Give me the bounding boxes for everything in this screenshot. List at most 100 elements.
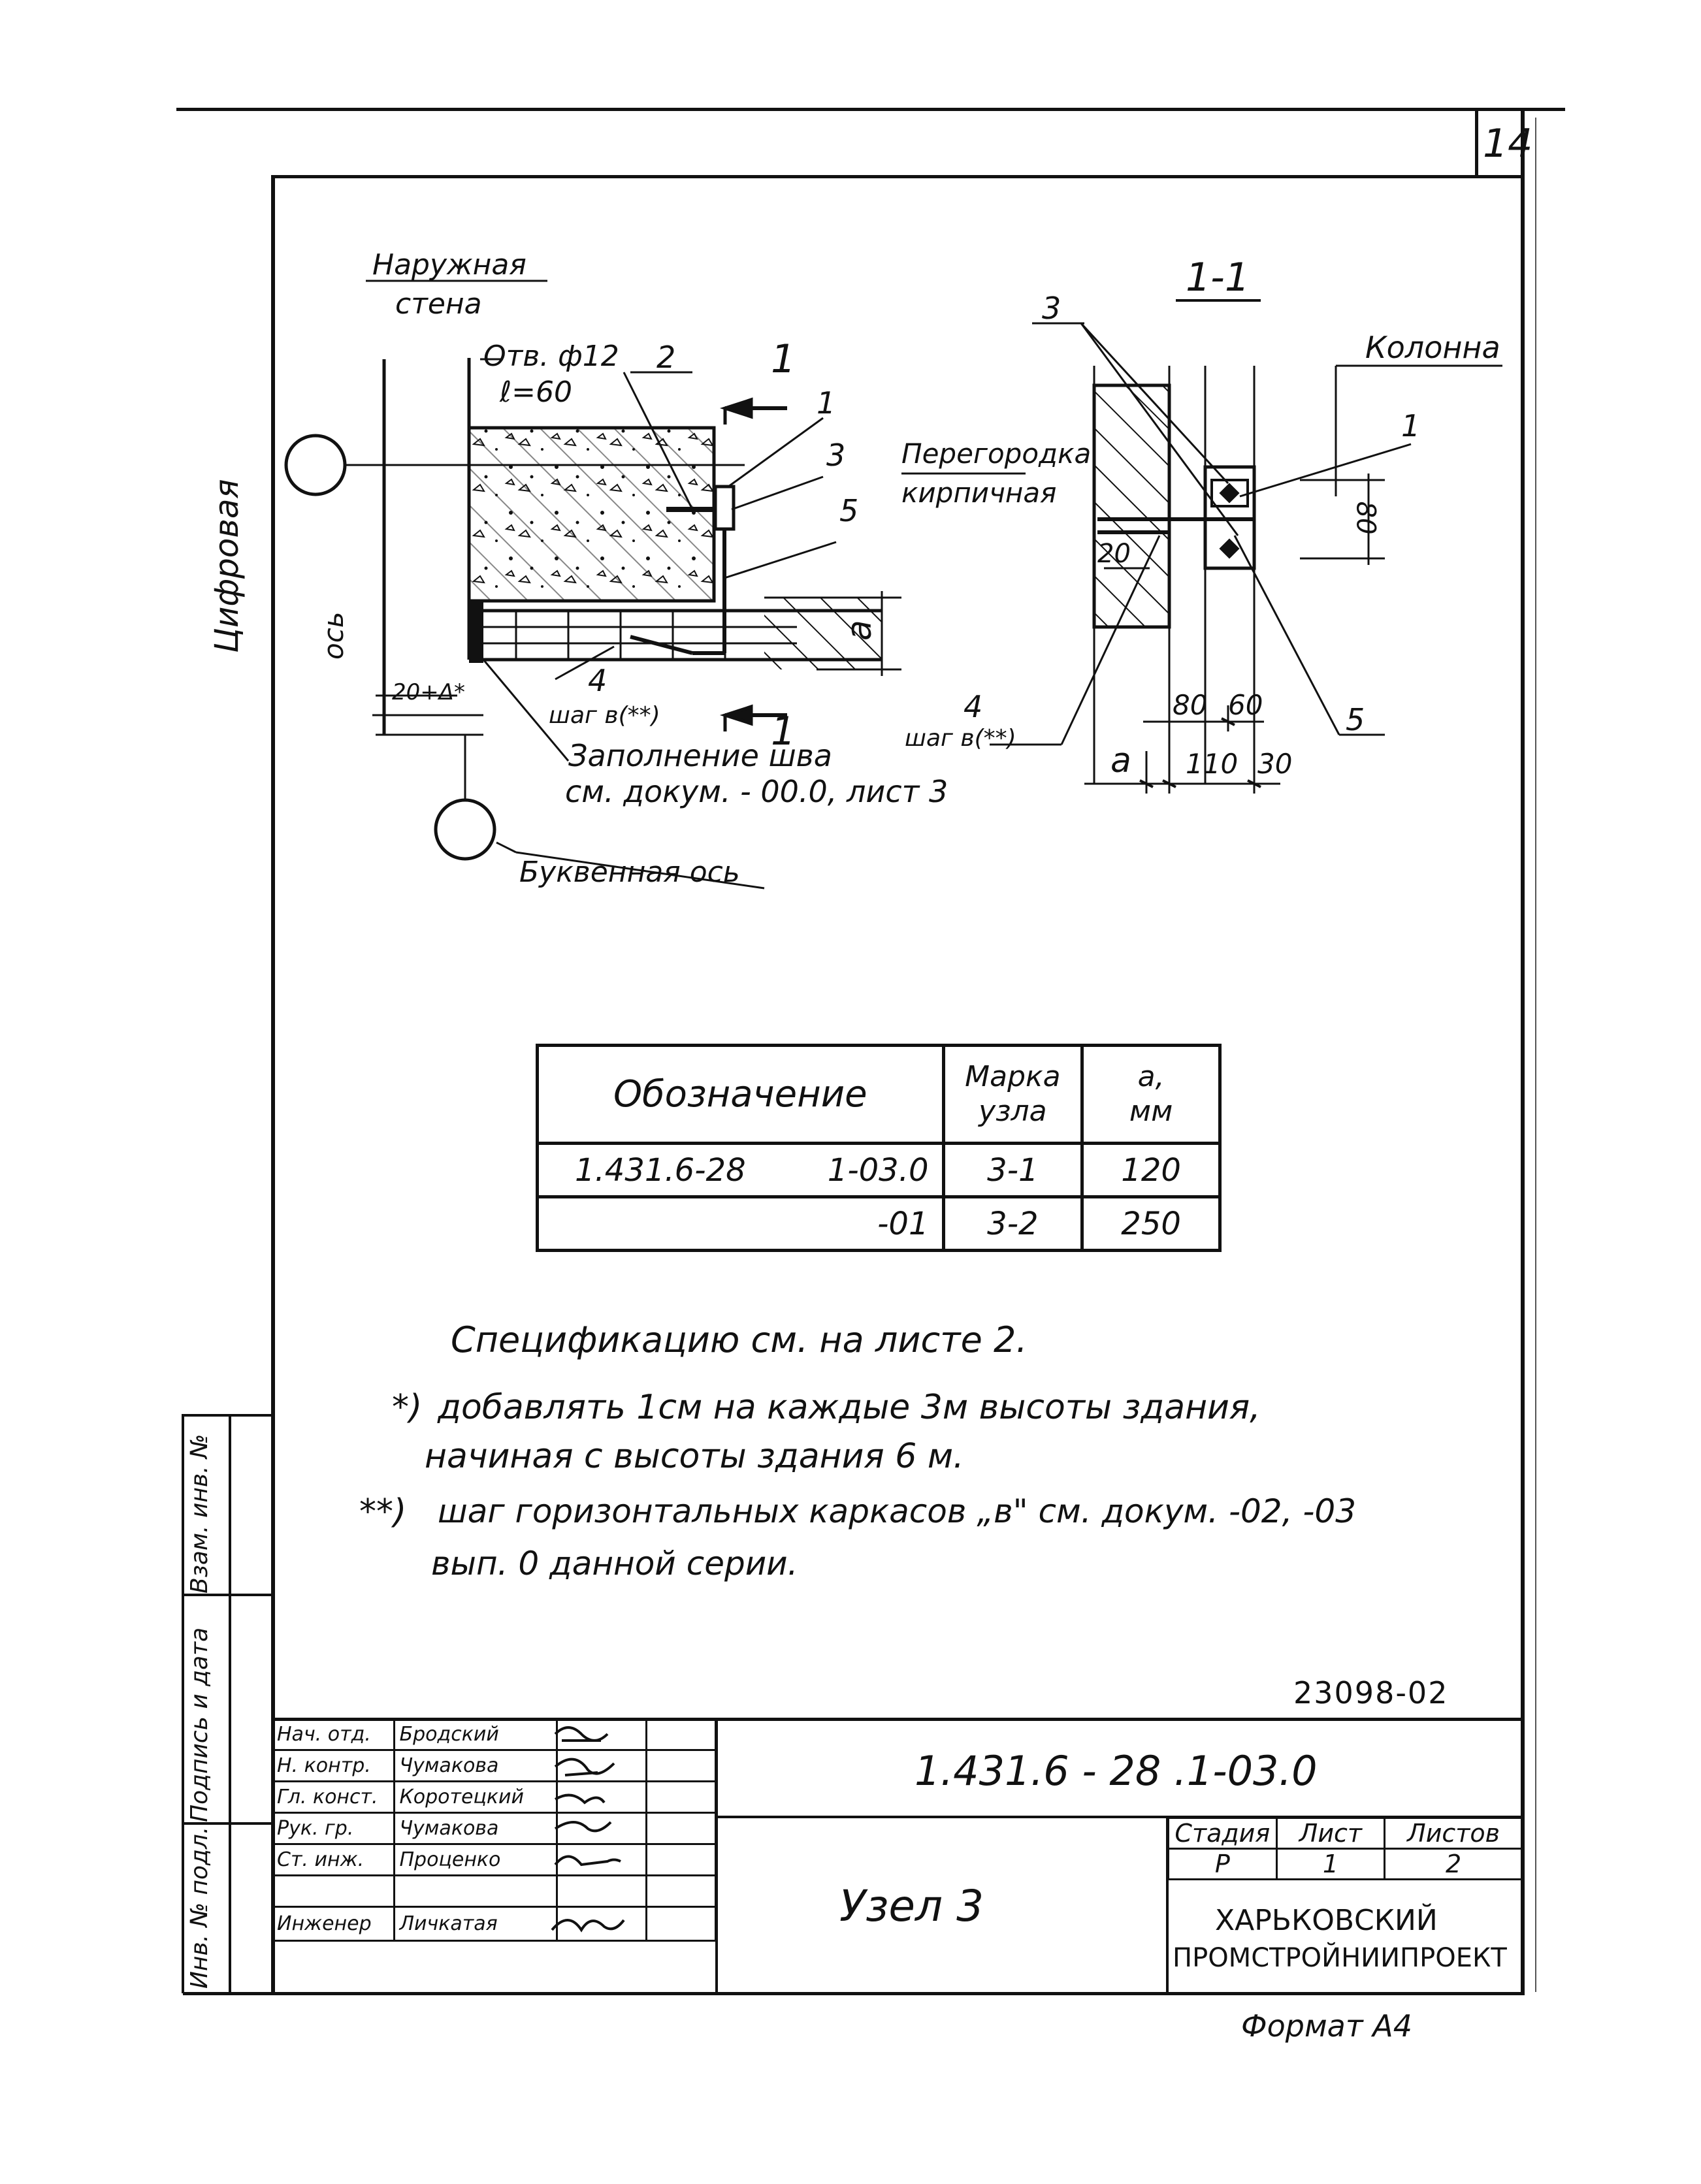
note2-line2: вып. 0 данной серии. (431, 1545, 798, 1582)
section-dim-a: a (1110, 741, 1131, 780)
row2-a: 250 (1080, 1195, 1222, 1252)
sig-name-5: Проценко (393, 1843, 558, 1876)
section-partition-label-2: кирпичная (901, 477, 1057, 509)
header-a-line2: мм (1129, 1094, 1173, 1128)
sig-name-4: Чумакова (393, 1812, 558, 1845)
frame-bottom-border (183, 1992, 1525, 1995)
table-row: Нач. отд. Бродский (270, 1718, 717, 1751)
sig-signature-2 (555, 1749, 647, 1782)
page-number-box-left (1475, 108, 1478, 176)
title-block-sig-col (715, 1718, 718, 1993)
section-step-label: шаг в(**) (905, 725, 1016, 752)
sheet-header: Лист (1275, 1817, 1386, 1850)
plan-callout-2: 2 (656, 340, 676, 375)
top-trim-line (176, 108, 1565, 111)
sig-date-2 (645, 1749, 717, 1782)
header-a-line1: a, (1137, 1059, 1165, 1093)
sig-signature-5 (555, 1843, 647, 1876)
sheets-header: Листов (1384, 1817, 1523, 1850)
sig-role-6 (270, 1874, 396, 1908)
side-stamp-div2 (182, 1822, 274, 1825)
frame-top-border (271, 175, 1523, 178)
sig-role-5: Ст. инж. (270, 1843, 396, 1876)
plan-section-mark-bottom: 1 (771, 709, 796, 754)
sig-date-6 (645, 1874, 717, 1908)
section-column-label: Колонна (1365, 330, 1500, 365)
note1-marker: *) (392, 1388, 423, 1427)
note2-marker: **) (359, 1492, 407, 1532)
plan-callout-1: 1 (817, 385, 836, 421)
table-row: Н. контр. Чумакова (270, 1749, 717, 1782)
sig-date-1 (645, 1718, 717, 1751)
side-stamp-div1 (182, 1594, 274, 1596)
sig-role-7: Инженер (270, 1906, 396, 1942)
side-stamp-top (182, 1414, 274, 1417)
plan-gap-dim: 20+Δ* (392, 679, 466, 705)
sig-date-5 (645, 1843, 717, 1876)
title-block-stage-left (1166, 1816, 1169, 1993)
section-callout-4: 4 (964, 689, 983, 724)
plan-section-mark-top: 1 (771, 336, 796, 382)
spec-reference-note: Спецификацию см. на листе 2. (451, 1319, 1028, 1360)
note1-line1: добавлять 1см на каждые 3м высоты здания… (438, 1388, 1261, 1427)
title-block-code-bottom (715, 1816, 1523, 1818)
table-row: Р 1 2 (1167, 1848, 1523, 1880)
section-dim-60: 60 (1228, 689, 1263, 721)
sig-signature-1 (555, 1718, 647, 1751)
header-designation: Обозначение (536, 1044, 945, 1145)
section-callout-3: 3 (1042, 291, 1061, 326)
table-row: Рук. гр. Чумакова (270, 1812, 717, 1845)
sig-signature-6 (555, 1874, 647, 1908)
sig-role-4: Рук. гр. (270, 1812, 396, 1845)
sheets-value: 2 (1384, 1848, 1523, 1880)
spec-table-header: Обозначение Марка узла a, мм (536, 1044, 1222, 1145)
sig-name-7: Личкатая (393, 1906, 558, 1942)
row1-designation: 1.431.6-28 1-03.0 (536, 1142, 945, 1198)
plan-callout-5: 5 (839, 493, 859, 528)
sig-role-2: Н. контр. (270, 1749, 396, 1782)
plan-callout-4: 4 (588, 663, 608, 698)
row1-mark: 3-1 (941, 1142, 1084, 1198)
dimension-ticks (1139, 717, 1261, 788)
frame-right-border (1521, 108, 1525, 1993)
section-view (901, 299, 1502, 794)
note1-line2: начиная с высоты здания 6 м. (425, 1437, 964, 1476)
note2-line1: шаг горизонтальных каркасов „в" см. доку… (438, 1492, 1357, 1530)
table-row: -01 3-2 250 (536, 1195, 1222, 1252)
section-dim-110: 110 (1186, 748, 1239, 780)
sheet-title: Узел 3 (839, 1881, 984, 1931)
stage-header: Стадия (1167, 1817, 1278, 1850)
plan-seam-label-1: Заполнение шва (568, 738, 832, 773)
header-mark-line2: узла (979, 1094, 1047, 1128)
plan-letter-axis: Буквенная ось (519, 856, 740, 889)
section-title: 1-1 (1186, 255, 1250, 300)
sig-role-1: Нач. отд. (270, 1718, 396, 1751)
row2-designation-suffix: -01 (877, 1205, 929, 1242)
signature-table: Нач. отд. Бродский Н. контр. Чумакова Гл… (270, 1718, 717, 1942)
sig-date-4 (645, 1812, 717, 1845)
section-callout-1: 1 (1401, 408, 1421, 443)
plan-outer-wall-label-1: Наружная (372, 248, 526, 281)
plan-callout-3: 3 (826, 438, 846, 473)
section-callout-5: 5 (1346, 702, 1365, 737)
plan-step-label: шаг в(**) (549, 702, 660, 729)
row1-a: 120 (1080, 1142, 1222, 1198)
sig-date-3 (645, 1780, 717, 1814)
row1-designation-suffix: 1-03.0 (827, 1151, 929, 1189)
plan-outer-wall-label-2: стена (395, 287, 482, 321)
stage-table: Стадия Лист Листов Р 1 2 (1167, 1817, 1523, 1880)
sig-signature-3 (555, 1780, 647, 1814)
archive-number: 23098-02 (1293, 1675, 1449, 1710)
header-mark-line1: Марка (965, 1059, 1061, 1093)
section-dim-20: 20 (1097, 539, 1131, 569)
plan-hole-label-1: Отв. ф12 (483, 340, 619, 373)
row2-designation: -01 (536, 1195, 945, 1252)
spec-table: Обозначение Марка узла a, мм 1.431.6-28 … (536, 1044, 1222, 1252)
sig-name-1: Бродский (393, 1718, 558, 1751)
row2-mark: 3-2 (941, 1195, 1084, 1252)
organization-line1: ХАРЬКОВСКИЙ (1215, 1904, 1438, 1937)
sheet-value: 1 (1275, 1848, 1386, 1880)
sig-name-3: Коротецкий (393, 1780, 558, 1814)
